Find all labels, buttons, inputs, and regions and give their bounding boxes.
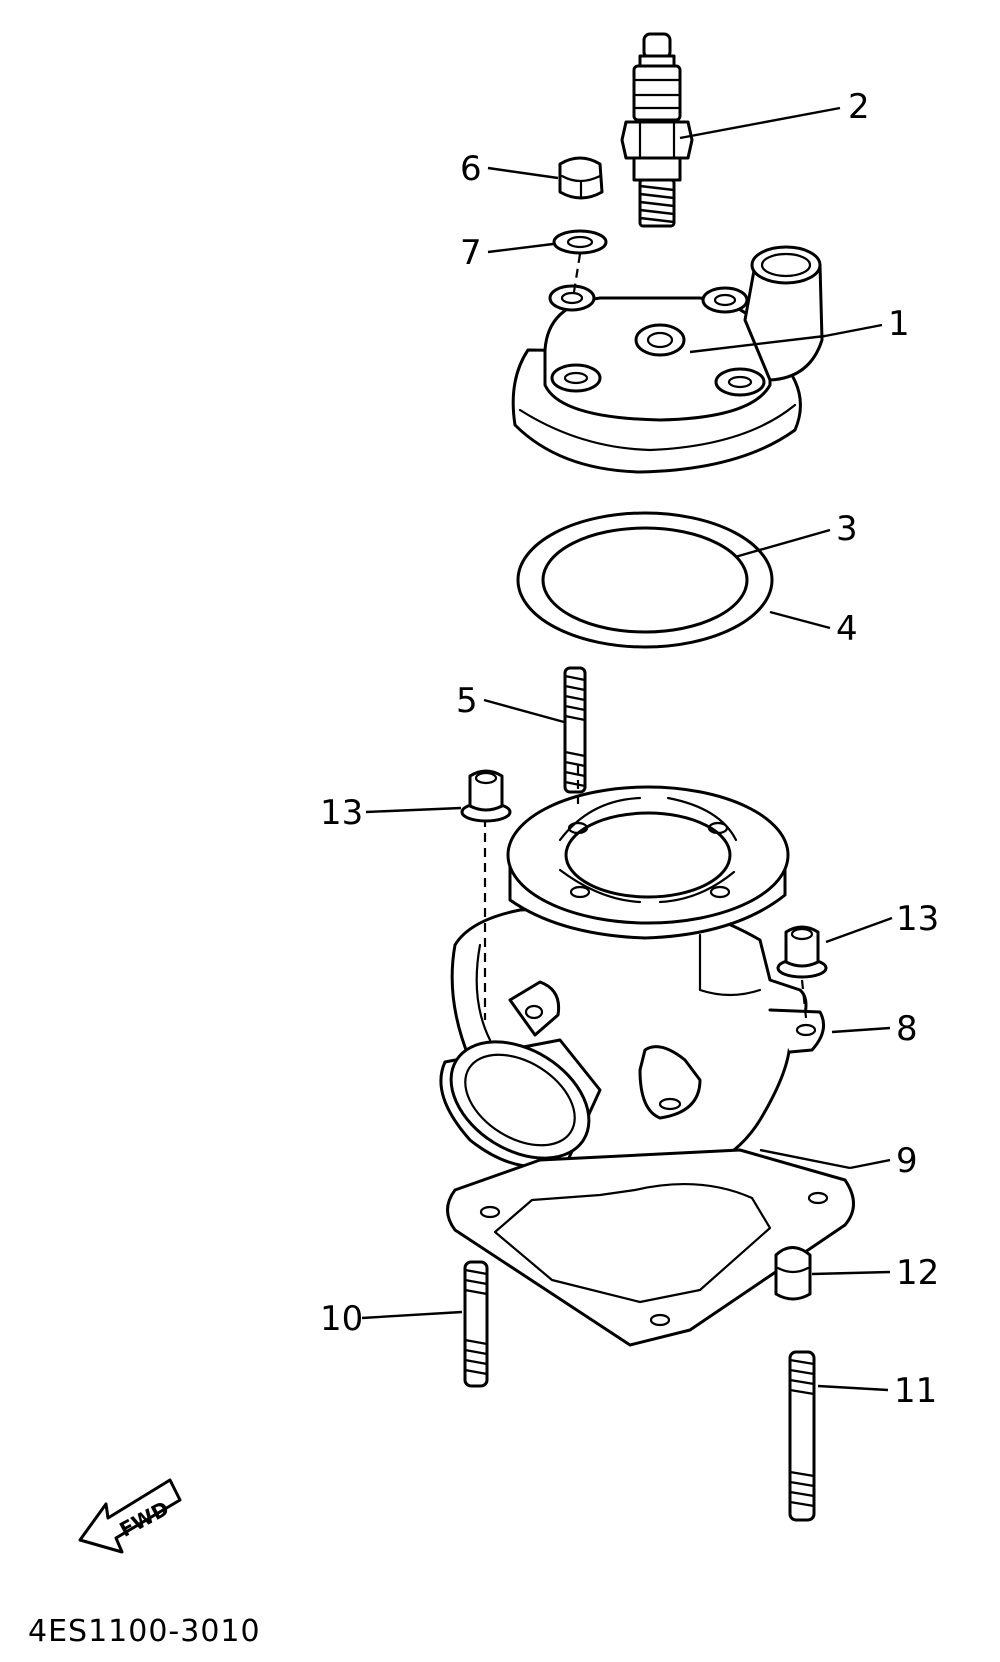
washer-part	[552, 229, 608, 255]
spark-plug-part	[620, 32, 694, 228]
callout-number: 4	[836, 609, 858, 649]
callout-number: 3	[836, 509, 858, 549]
cap-nut-part	[558, 156, 604, 200]
callout-number: 7	[460, 233, 482, 273]
diagram-code: 4ES1100-3010	[28, 1614, 261, 1649]
callout-number: 6	[460, 149, 482, 189]
callout-number: 2	[848, 87, 870, 127]
callout-number: 8	[896, 1009, 918, 1049]
base-gasket-part	[446, 1148, 855, 1347]
forward-arrow-icon: FWD	[78, 1478, 182, 1554]
stud-left-part	[463, 1260, 489, 1388]
stud-right-part	[788, 1350, 816, 1522]
callout-number: 10	[320, 1299, 363, 1339]
callout-number: 13	[896, 899, 939, 939]
callout-number: 1	[888, 304, 910, 344]
cylinder-head-part	[511, 245, 824, 474]
callout-number: 11	[894, 1371, 937, 1411]
callout-number: 5	[456, 681, 478, 721]
stud-bolt-part	[563, 666, 587, 794]
flange-nut-part-left	[460, 769, 512, 823]
head-gasket-part	[516, 511, 774, 649]
flange-nut-part-right	[776, 925, 828, 979]
cylinder-part	[439, 765, 826, 1182]
leader-lines	[361, 106, 893, 1392]
callout-number: 12	[896, 1253, 939, 1293]
callout-number: 9	[896, 1141, 918, 1181]
callout-number: 13	[320, 793, 363, 833]
dowel-pin-part	[774, 1246, 812, 1301]
